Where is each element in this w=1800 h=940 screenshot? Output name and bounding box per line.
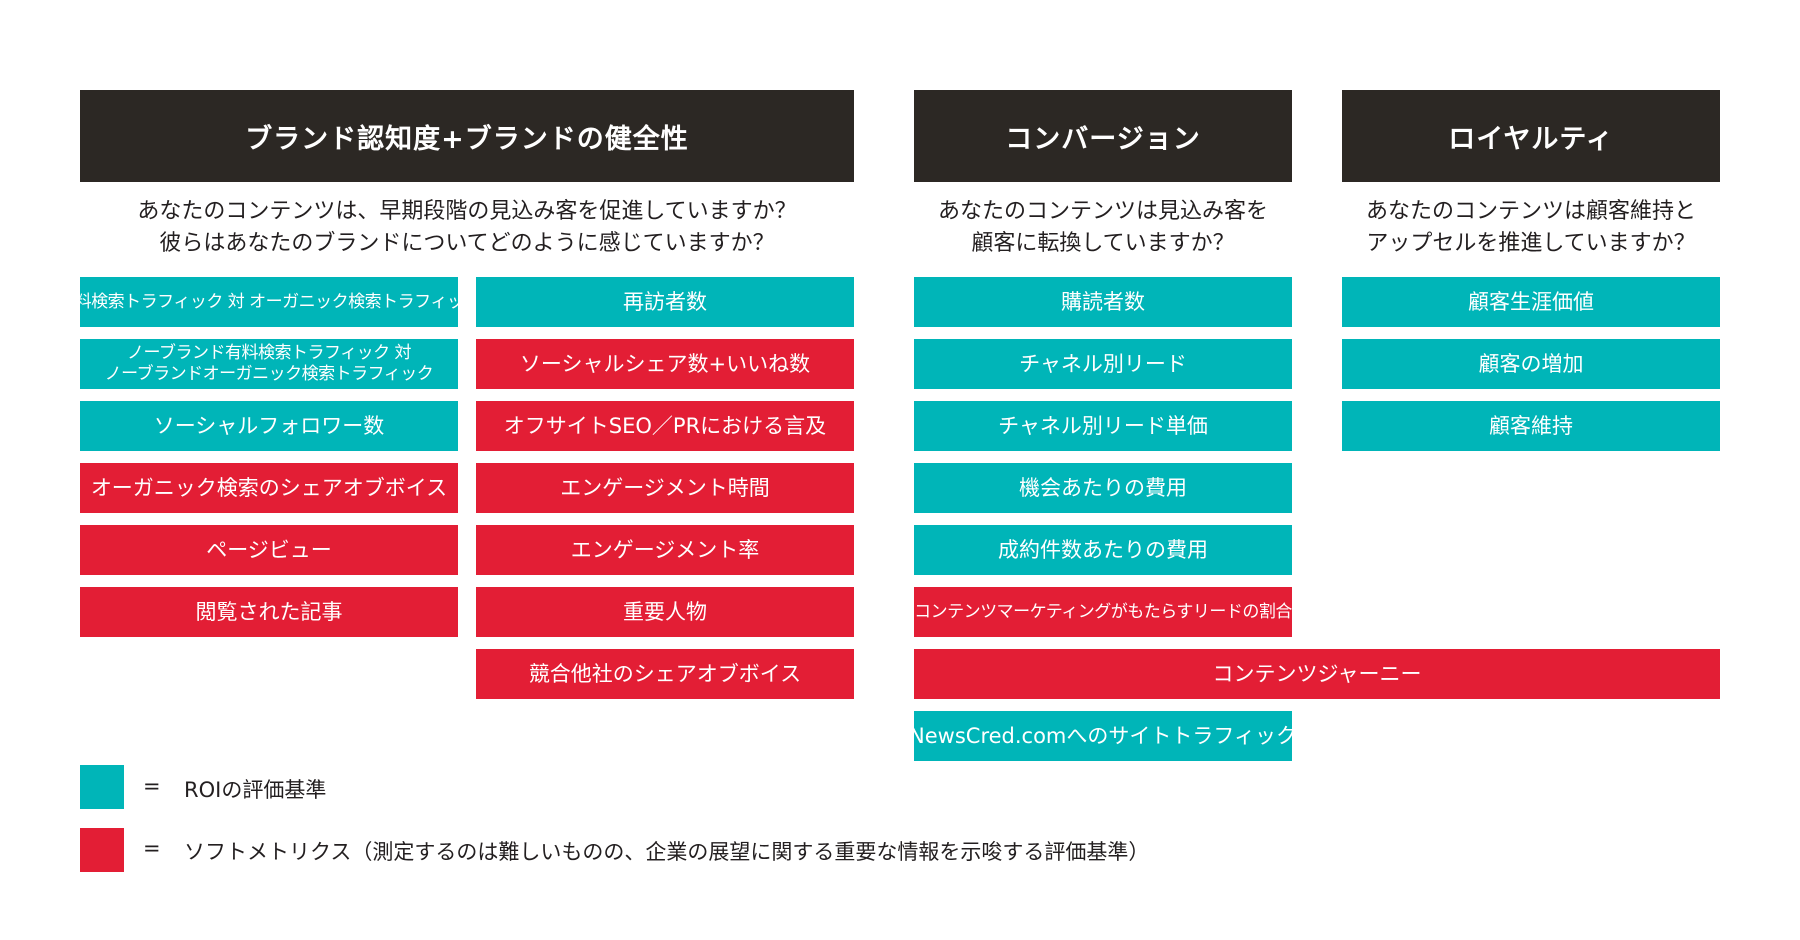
metric-nonbrand-line-2: ノーブランドオーガニック検索トラフィック (104, 364, 434, 384)
header-loyalty: ロイヤルティ (1342, 90, 1720, 182)
metric-key-people: 重要人物 (476, 587, 854, 637)
question-brand-line-2: 彼らはあなたのブランドについてどのように感じていますか？ (159, 231, 775, 256)
question-brand: あなたのコンテンツは、早期段階の見込み客を促進していますか？ 彼らはあなたのブラ… (80, 196, 854, 262)
metric-engagement-rate: エンゲージメント率 (476, 525, 854, 575)
metric-engagement-time: エンゲージメント時間 (476, 463, 854, 513)
header-brand: ブランド認知度+ブランドの健全性 (80, 90, 854, 182)
legend-roi-text: ROIの評価基準 (184, 778, 327, 802)
metric-cost-per-lead-by-channel: チャネル別リード単価 (914, 401, 1292, 451)
metric-cost-per-opportunity: 機会あたりの費用 (914, 463, 1292, 513)
metric-social-followers: ソーシャルフォロワー数 (80, 401, 458, 451)
metric-page-views: ページビュー (80, 525, 458, 575)
legend-soft-text: ソフトメトリクス（測定するのは難しいものの、企業の展望に関する重要な情報を示唆す… (184, 840, 1150, 864)
metric-newscred-site-traffic: NewsCred.comへのサイトトラフィック (914, 711, 1292, 761)
question-conversion-line-1: あなたのコンテンツは見込み客を (937, 199, 1268, 224)
metric-content-journey: コンテンツジャーニー (914, 649, 1720, 699)
metric-offsite-seo-pr: オフサイトSEO／PRにおける言及 (476, 401, 854, 451)
legend-soft-swatch (80, 828, 124, 872)
legend-roi-swatch (80, 765, 124, 809)
metric-returning-visitors: 再訪者数 (476, 277, 854, 327)
metric-organic-share-of-voice: オーガニック検索のシェアオブボイス (80, 463, 458, 513)
legend-roi-equals: = (143, 774, 161, 798)
question-conversion: あなたのコンテンツは見込み客を 顧客に転換していますか？ (914, 196, 1292, 262)
metric-customer-lifetime-value: 顧客生涯価値 (1342, 277, 1720, 327)
question-loyalty-line-1: あなたのコンテンツは顧客維持と (1365, 199, 1696, 224)
metric-paid-vs-organic: 有料検索トラフィック 対 オーガニック検索トラフィック (80, 277, 458, 327)
metric-cost-per-close: 成約件数あたりの費用 (914, 525, 1292, 575)
question-loyalty: あなたのコンテンツは顧客維持と アップセルを推進していますか？ (1342, 196, 1720, 262)
metric-content-marketing-lead-share: コンテンツマーケティングがもたらすリードの割合 (914, 587, 1292, 637)
metric-customer-retention: 顧客維持 (1342, 401, 1720, 451)
metric-subscribers: 購読者数 (914, 277, 1292, 327)
metric-articles-viewed: 閲覧された記事 (80, 587, 458, 637)
metric-competitor-share-of-voice: 競合他社のシェアオブボイス (476, 649, 854, 699)
metric-nonbrand-line-1: ノーブランド有料検索トラフィック 対 (126, 343, 412, 363)
question-conversion-line-2: 顧客に転換していますか？ (971, 231, 1235, 256)
header-conversion: コンバージョン (914, 90, 1292, 182)
metric-nonbrand-paid-vs-organic: ノーブランド有料検索トラフィック 対 ノーブランドオーガニック検索トラフィック (80, 339, 458, 389)
question-brand-line-1: あなたのコンテンツは、早期段階の見込み客を促進していますか？ (137, 199, 797, 224)
metric-leads-by-channel: チャネル別リード (914, 339, 1292, 389)
metric-customer-growth: 顧客の増加 (1342, 339, 1720, 389)
legend-soft-equals: = (143, 836, 161, 860)
question-loyalty-line-2: アップセルを推進していますか？ (1366, 231, 1696, 256)
metric-social-shares-likes: ソーシャルシェア数+いいね数 (476, 339, 854, 389)
